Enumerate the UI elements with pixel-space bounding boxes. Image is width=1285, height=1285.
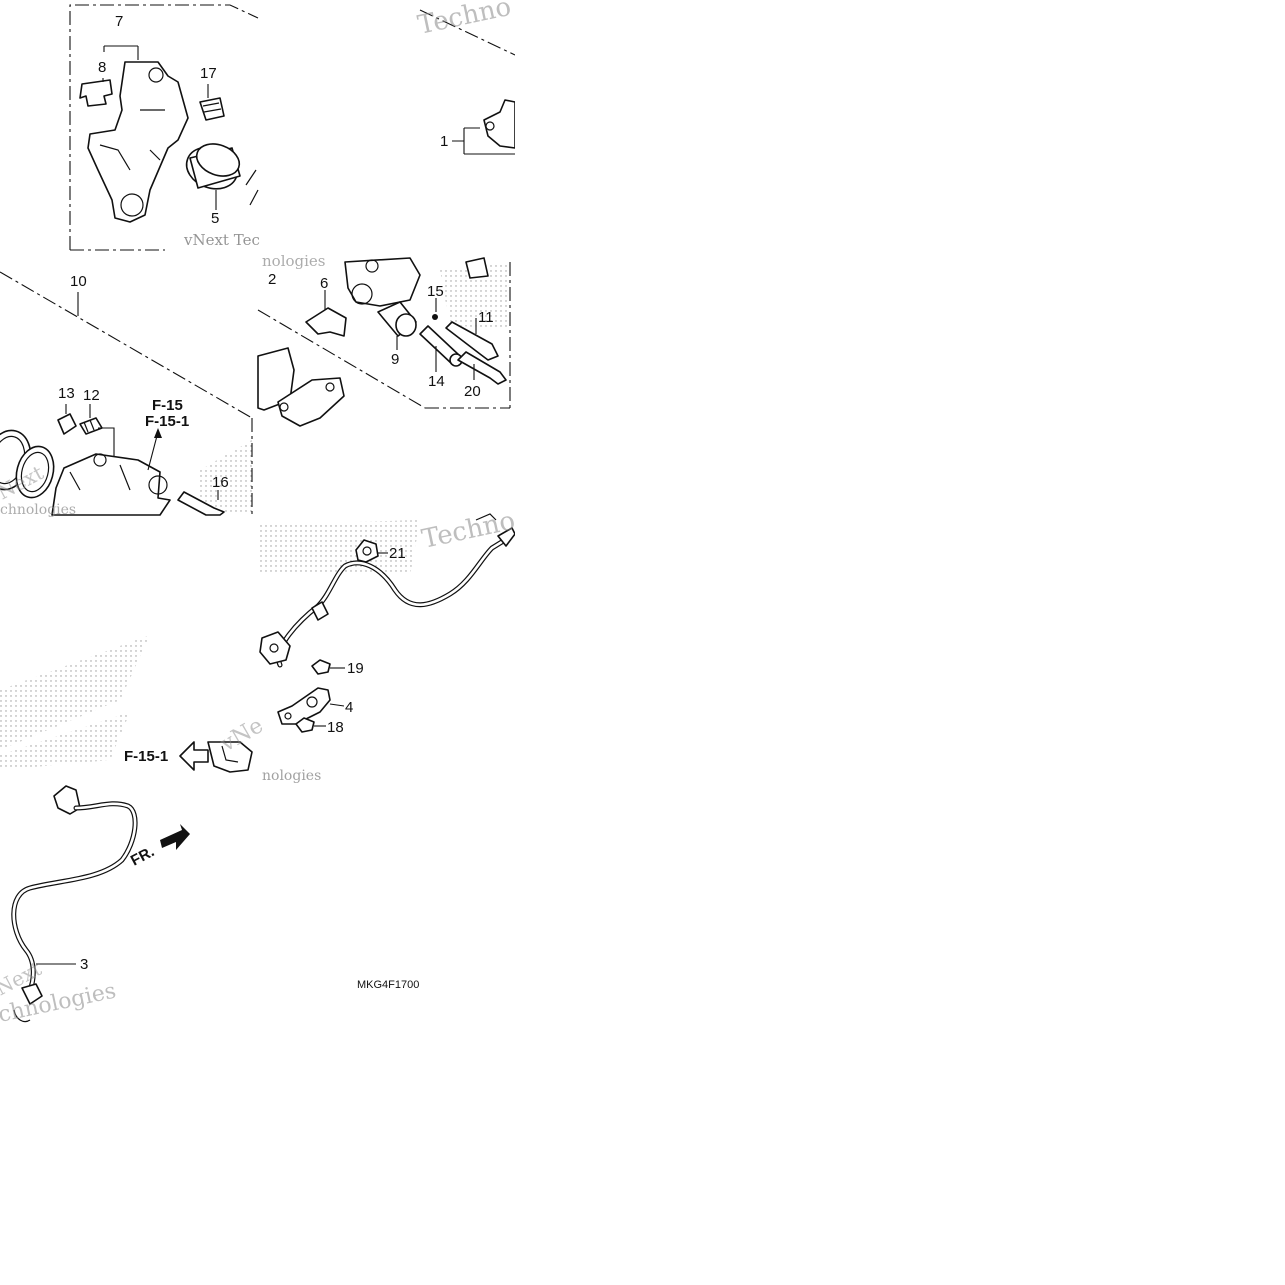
label-part-21: 21 <box>389 545 406 562</box>
caliper-body-2 <box>344 257 421 307</box>
label-part-8: 8 <box>98 59 106 76</box>
piston-seal-inner <box>15 445 55 499</box>
caliper-bracket-7 <box>87 61 189 223</box>
label-part-6: 6 <box>320 275 328 292</box>
watermark-1: Techno <box>415 0 514 41</box>
part-labels: 7 8 17 5 1 2 6 15 11 9 14 20 10 13 12 16… <box>58 13 494 973</box>
clamp-21 <box>355 539 379 563</box>
label-part-7: 7 <box>115 13 123 30</box>
label-part-19: 19 <box>347 660 364 677</box>
pad-spring-6 <box>305 307 347 337</box>
diagram-code: MKG4F1700 <box>357 979 419 991</box>
label-part-17: 17 <box>200 65 217 82</box>
watermark-shading <box>0 262 510 770</box>
bolt-18 <box>295 717 315 733</box>
sensor-head <box>259 631 291 665</box>
label-part-11: 11 <box>478 309 494 326</box>
label-part-16: 16 <box>212 474 229 491</box>
front-direction-arrow <box>160 824 190 850</box>
reference-labels: F-15 F-15-1 F-15-1 FR. MKG4F1700 <box>124 397 419 991</box>
label-part-5: 5 <box>211 210 219 227</box>
label-part-1: 1 <box>440 133 448 150</box>
label-part-18: 18 <box>327 719 344 736</box>
caliper-1-edge <box>483 99 516 149</box>
bleeder-cap-13 <box>57 413 77 435</box>
pad-spring-clip-8 <box>79 79 113 107</box>
bolt-19 <box>311 659 331 675</box>
caliper-body-10 <box>51 453 171 516</box>
pin-bolt-11 <box>445 321 499 361</box>
bolt-20 <box>457 351 507 385</box>
ref-label-f15: F-15 <box>152 397 183 414</box>
label-part-10: 10 <box>70 273 87 290</box>
ref-arrow-f15-1 <box>179 741 253 773</box>
watermark-2: vNext Tec <box>183 231 260 249</box>
label-part-20: 20 <box>464 383 481 400</box>
bleeder-screw-12 <box>79 417 103 435</box>
watermark-3: nologies <box>262 252 326 270</box>
ref-label-f15-1: F-15-1 <box>145 413 189 430</box>
panel-middle-right <box>257 257 511 427</box>
panel-top-left <box>69 4 259 251</box>
label-part-15: 15 <box>427 283 444 300</box>
label-part-2: 2 <box>268 271 276 288</box>
watermark-8: chnologies <box>0 502 76 518</box>
panel-bottom-left <box>11 785 190 1023</box>
bolt-16 <box>177 491 225 516</box>
label-part-4: 4 <box>345 699 353 716</box>
label-part-14: 14 <box>428 373 445 390</box>
label-part-3: 3 <box>80 956 88 973</box>
label-part-12: 12 <box>83 387 100 404</box>
watermark-4: Techno <box>419 506 518 555</box>
label-part-9: 9 <box>391 351 399 368</box>
panel-middle-left <box>0 271 253 516</box>
label-part-13: 13 <box>58 385 75 402</box>
watermark-6: nologies <box>262 768 321 784</box>
panel-sensor <box>259 513 516 733</box>
ref-label-f15-1-arrow: F-15-1 <box>124 748 168 765</box>
